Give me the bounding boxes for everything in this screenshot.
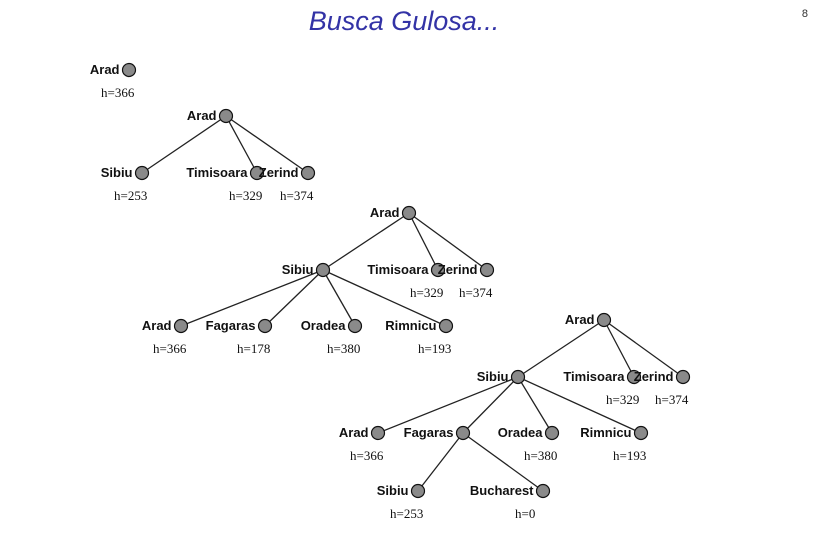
node-label-timisoara: Timisoara [186, 165, 248, 180]
node-sibiu [410, 483, 426, 499]
node-label-rimnicu: Rimnicu [385, 318, 436, 333]
edge-fagaras-sibiu [417, 432, 464, 492]
page-number: 8 [801, 8, 808, 20]
node-label-rimnicu: Rimnicu [580, 425, 631, 440]
edge-sibiu-oradea [322, 269, 356, 327]
node-arad [596, 312, 612, 328]
edge-sibiu-fagaras [462, 376, 519, 434]
heuristic-label-bucharest: h=0 [515, 506, 535, 521]
node-sibiu [510, 369, 526, 385]
heuristic-label-sibiu: h=253 [114, 188, 147, 203]
node-label-arad: Arad [187, 108, 217, 123]
node-arad [218, 108, 234, 124]
node-zerind [300, 165, 316, 181]
edge-sibiu-oradea [517, 376, 553, 434]
edge-arad-sibiu [141, 115, 227, 174]
node-label-zerind: Zerind [634, 369, 674, 384]
edge-sibiu-rimnicu [517, 376, 642, 434]
node-label-timisoara: Timisoara [563, 369, 625, 384]
heuristic-label-arad: h=366 [350, 448, 384, 463]
heuristic-label-oradea: h=380 [327, 341, 360, 356]
node-label-arad: Arad [142, 318, 172, 333]
node-label-fagaras: Fagaras [206, 318, 256, 333]
node-label-arad: Arad [90, 62, 120, 77]
heuristic-label-rimnicu: h=193 [418, 341, 451, 356]
heuristic-label-timisoara: h=329 [606, 392, 639, 407]
heuristic-label-timisoara: h=329 [229, 188, 262, 203]
node-label-bucharest: Bucharest [470, 483, 534, 498]
node-label-sibiu: Sibiu [101, 165, 133, 180]
slide-title: Busca Gulosa... [308, 6, 500, 36]
node-label-sibiu: Sibiu [377, 483, 409, 498]
edge-arad-sibiu [517, 319, 605, 378]
node-label-oradea: Oradea [301, 318, 347, 333]
node-arad [173, 318, 189, 334]
node-arad [401, 205, 417, 221]
heuristic-label-arad: h=366 [153, 341, 187, 356]
edge-arad-sibiu [322, 212, 410, 271]
node-label-fagaras: Fagaras [404, 425, 454, 440]
search-tree-step-1: Arad h=366 [90, 62, 137, 100]
node-sibiu [315, 262, 331, 278]
node-zerind [675, 369, 691, 385]
heuristic-label-fagaras: h=178 [237, 341, 270, 356]
heuristic-label-zerind: h=374 [280, 188, 314, 203]
heuristic-label-rimnicu: h=193 [613, 448, 646, 463]
edge-arad-zerind [225, 115, 309, 174]
node-rimnicu [438, 318, 454, 334]
edge-arad-timisoara [225, 115, 258, 174]
edge-arad-timisoara [603, 319, 635, 378]
heuristic-label-arad: h=366 [101, 85, 135, 100]
node-label-oradea: Oradea [498, 425, 544, 440]
edge-sibiu-arad [180, 269, 324, 327]
edge-fagaras-bucharest [462, 432, 544, 492]
heuristic-label-zerind: h=374 [655, 392, 689, 407]
edge-arad-zerind [408, 212, 488, 271]
edge-arad-timisoara [408, 212, 439, 271]
node-sibiu [134, 165, 150, 181]
edge-sibiu-rimnicu [322, 269, 447, 327]
node-arad [370, 425, 386, 441]
node-rimnicu [633, 425, 649, 441]
edge-sibiu-fagaras [264, 269, 324, 327]
node-fagaras [455, 425, 471, 441]
node-timisoara [626, 369, 642, 385]
node-oradea [347, 318, 363, 334]
heuristic-label-zerind: h=374 [459, 285, 493, 300]
node-fagaras [257, 318, 273, 334]
node-label-zerind: Zerind [438, 262, 478, 277]
node-oradea [544, 425, 560, 441]
node-zerind [479, 262, 495, 278]
node-label-zerind: Zerind [259, 165, 299, 180]
node-label-arad: Arad [339, 425, 369, 440]
edge-sibiu-arad [377, 376, 519, 434]
node-label-sibiu: Sibiu [282, 262, 314, 277]
node-bucharest [535, 483, 551, 499]
node-label-arad: Arad [370, 205, 400, 220]
node-timisoara [430, 262, 446, 278]
heuristic-label-sibiu: h=253 [390, 506, 423, 521]
heuristic-label-oradea: h=380 [524, 448, 557, 463]
node-timisoara [249, 165, 265, 181]
node-label-sibiu: Sibiu [477, 369, 509, 384]
edge-arad-zerind [603, 319, 684, 378]
node-label-timisoara: Timisoara [367, 262, 429, 277]
heuristic-label-timisoara: h=329 [410, 285, 443, 300]
node-label-arad: Arad [565, 312, 595, 327]
node-arad [121, 62, 137, 78]
